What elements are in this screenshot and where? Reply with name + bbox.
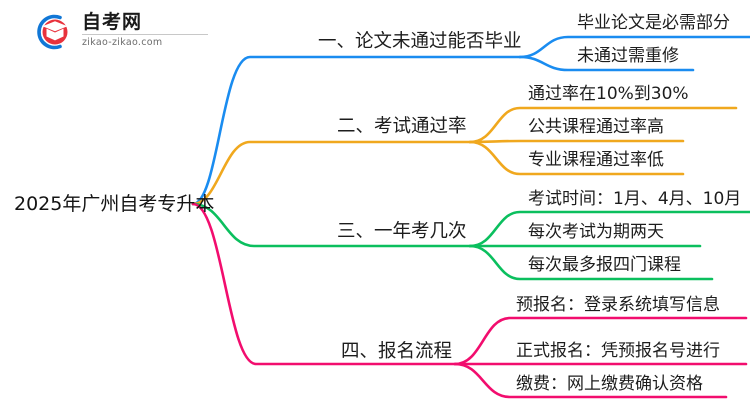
leaf-label-2-2[interactable]: 公共课程通过率高 [528,117,664,137]
branch-label-3[interactable]: 三、一年考几次 [337,221,467,242]
leaf-label-3-3[interactable]: 每次最多报四门课程 [528,255,681,275]
root-node[interactable]: 2025年广州自考专升本 [14,193,215,215]
leaf-label-2-1[interactable]: 通过率在10%到30% [528,84,689,104]
logo-divider [82,34,208,35]
logo-title: 自考网 [82,11,143,33]
leaf-label-4-1[interactable]: 预报名：登录系统填写信息 [516,295,720,315]
leaf-label-3-1[interactable]: 考试时间：1月、4月、10月 [528,189,742,209]
logo-domain: zikao-zikao.com [82,37,163,48]
site-logo: 自考网 zikao-zikao.com [30,10,210,54]
branch-label-4[interactable]: 四、报名流程 [341,341,453,362]
graduation-cap-icon [37,14,68,50]
branch-label-2[interactable]: 二、考试通过率 [337,116,467,137]
leaf-label-3-2[interactable]: 每次考试为期两天 [528,222,664,242]
leaf-label-4-2[interactable]: 正式报名：凭预报名号进行 [516,341,720,361]
leaf-label-1-1[interactable]: 毕业论文是必需部分 [577,13,730,33]
leaf-label-4-3[interactable]: 缴费：网上缴费确认资格 [516,374,703,394]
branch-label-1[interactable]: 一、论文未通过能否毕业 [318,31,522,52]
leaf-label-1-2[interactable]: 未通过需重修 [577,46,679,66]
leaf-label-2-3[interactable]: 专业课程通过率低 [528,150,664,170]
